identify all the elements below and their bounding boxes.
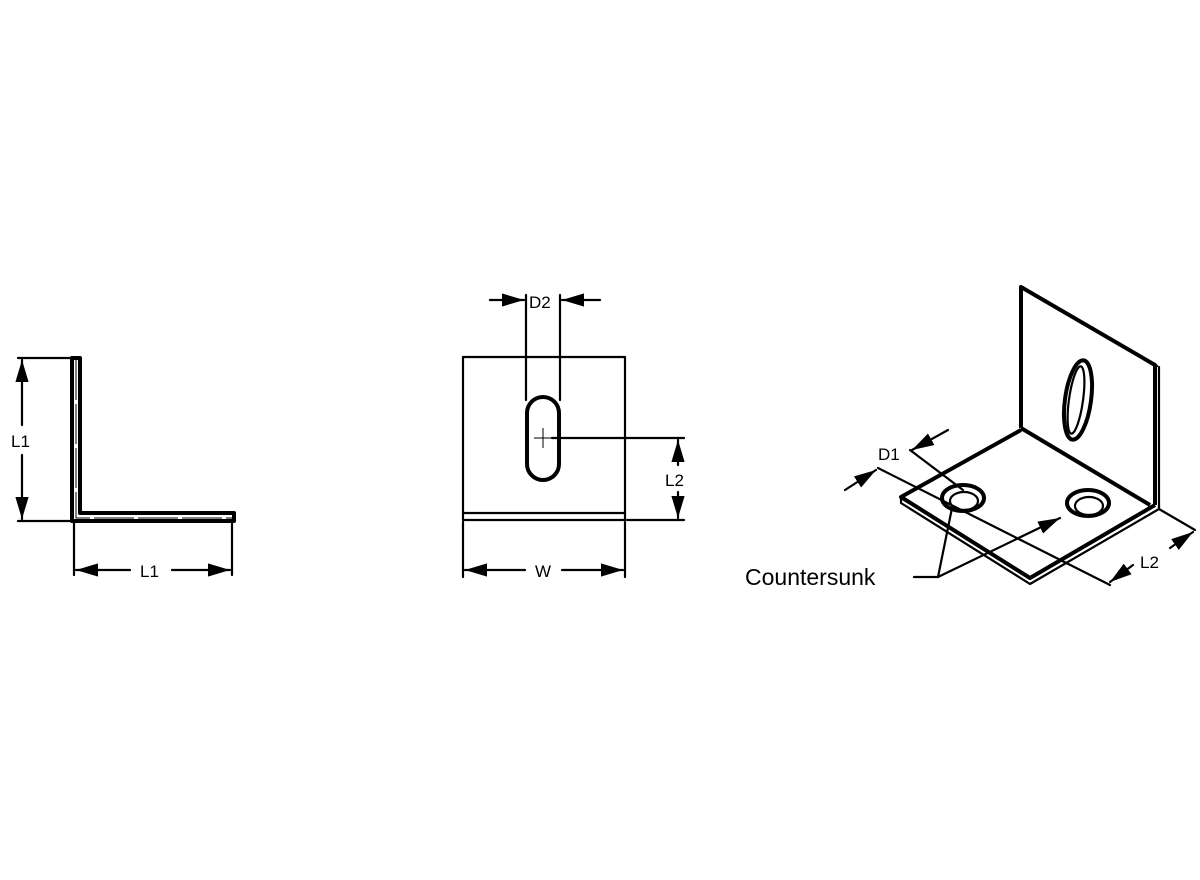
l2-label: L2 xyxy=(665,471,684,490)
d1-label: D1 xyxy=(878,445,900,464)
iso-slot xyxy=(1061,358,1095,442)
front-view: D2 L2 W xyxy=(461,293,686,581)
isometric-view: D1 L2 Countersunk xyxy=(745,285,1197,590)
vertical-flange xyxy=(1019,285,1157,505)
l1-horizontal-label: L1 xyxy=(140,562,159,581)
side-view: L1 L1 xyxy=(11,356,236,581)
w-label: W xyxy=(535,562,551,581)
countersunk-label: Countersunk xyxy=(745,564,876,590)
base-flange xyxy=(899,428,1157,580)
d2-label: D2 xyxy=(529,293,551,312)
iso-l2-label: L2 xyxy=(1140,553,1159,572)
angle-profile xyxy=(70,356,236,523)
l1-vertical-label: L1 xyxy=(11,432,30,451)
